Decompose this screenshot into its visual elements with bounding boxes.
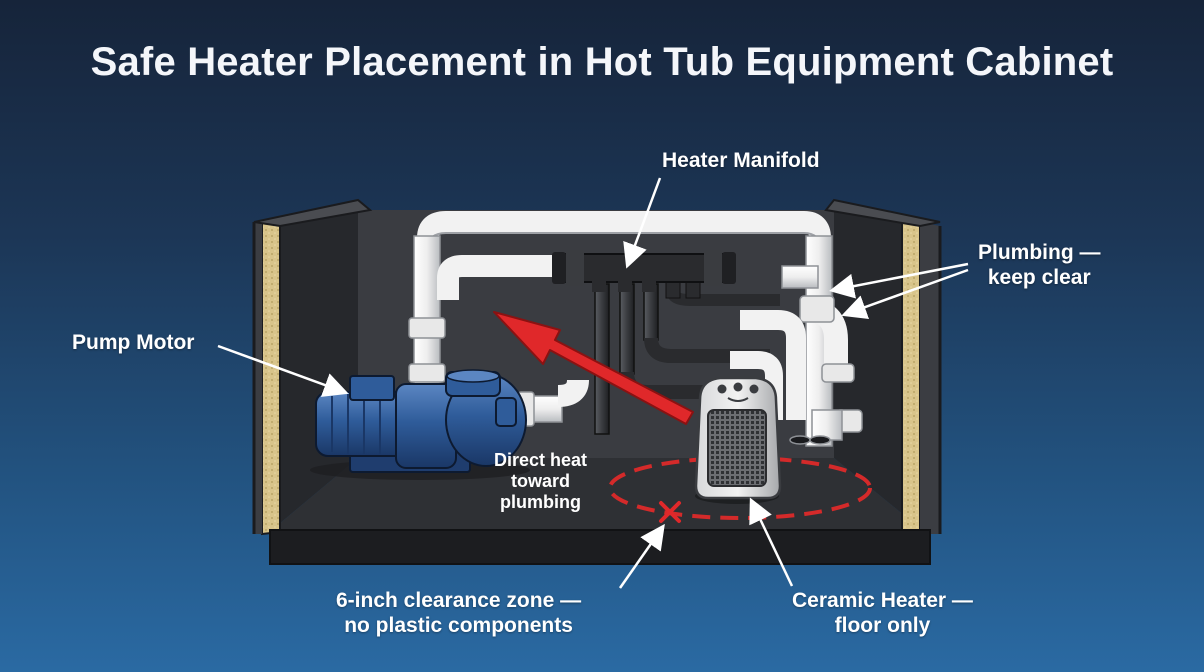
heater-manifold <box>552 250 736 292</box>
heater-callout-line <box>749 497 794 587</box>
x-mark-icon <box>659 501 681 523</box>
pump-callout-line <box>217 344 349 397</box>
page-title: Safe Heater Placement in Hot Tub Equipme… <box>90 40 1114 84</box>
ceramic-heater <box>694 376 782 504</box>
heater-manifold-label: Heater Manifold <box>662 149 820 172</box>
pvc-plumbing <box>408 211 863 447</box>
direct-heat-label: Direct heat toward plumbing <box>494 450 588 512</box>
heat-direction-arrow <box>493 311 694 425</box>
right-insulation <box>901 216 921 536</box>
ceramic-heater-label: Ceramic Heater — floor only <box>792 589 973 637</box>
clearance-callout-line <box>618 523 665 589</box>
callout-lines <box>217 177 969 589</box>
plumbing-callout-line-upper <box>829 262 969 299</box>
left-insulation <box>261 216 281 536</box>
clearance-zone-label: 6-inch clearance zone — no plastic compo… <box>336 589 582 637</box>
pump-motor-label: Pump Motor <box>72 331 195 354</box>
manifold-callout-line <box>623 177 662 269</box>
pump-motor <box>310 369 530 480</box>
clearance-zone <box>608 456 872 520</box>
plumbing-label: Plumbing — keep clear <box>978 241 1101 289</box>
plumbing-callout-line-lower <box>841 268 969 319</box>
